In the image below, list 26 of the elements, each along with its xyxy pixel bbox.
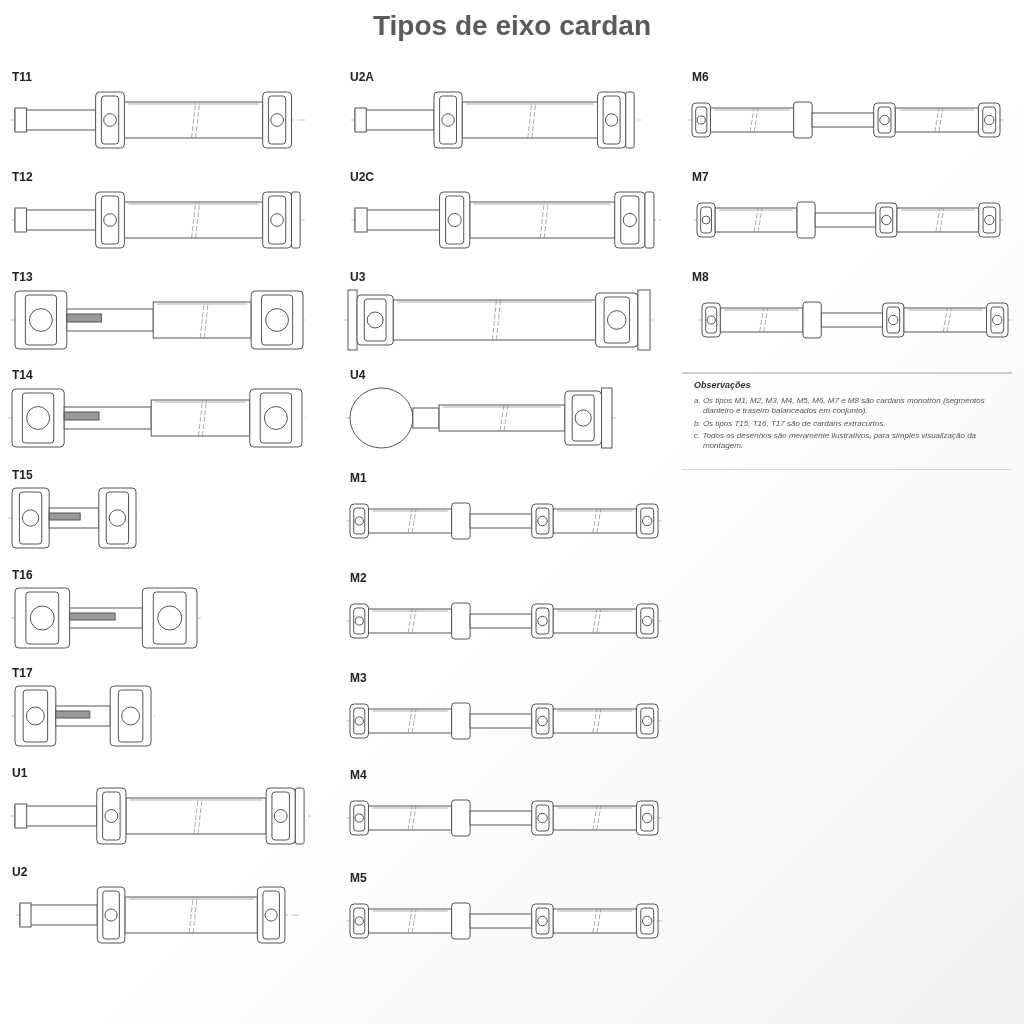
notes-heading: Observações — [694, 380, 751, 390]
type-code: M1 — [350, 471, 367, 485]
type-code: T15 — [12, 468, 33, 482]
title: Tipos de eixo cardan — [372, 10, 652, 42]
type-code: U3 — [350, 270, 366, 284]
type-code: U4 — [350, 368, 366, 382]
type-code: U1 — [12, 766, 28, 780]
note-text: b. Os tipos T15, T16, T17 são de cardans extracurtos. — [694, 419, 887, 429]
type-code: T11 — [12, 70, 32, 84]
type-code: U2C — [350, 170, 374, 184]
type-code: T17 — [12, 666, 33, 680]
type-code: M8 — [692, 270, 709, 284]
note-text: c. Todos os desenhos são meramente ilustrativos, para simples visualização da montagem. — [694, 431, 978, 451]
type-code: M4 — [350, 768, 367, 782]
type-code: T16 — [12, 568, 33, 582]
note-text: a. Os tipos M1, M2, M3, M4, M5, M6, M7 e M8 são cardans monotron (segmentos dianteiro e traseiro balanceados em conjunto). — [694, 396, 986, 416]
type-code: M7 — [692, 170, 709, 184]
type-code: M5 — [350, 871, 367, 885]
type-code: M6 — [692, 70, 709, 84]
type-code: U2A — [350, 70, 374, 84]
type-code: T14 — [12, 368, 33, 382]
type-code: M3 — [350, 671, 367, 685]
type-code: T13 — [12, 270, 33, 284]
type-code: U2 — [12, 865, 28, 879]
type-code: M2 — [350, 571, 367, 585]
type-code: T12 — [12, 170, 33, 184]
